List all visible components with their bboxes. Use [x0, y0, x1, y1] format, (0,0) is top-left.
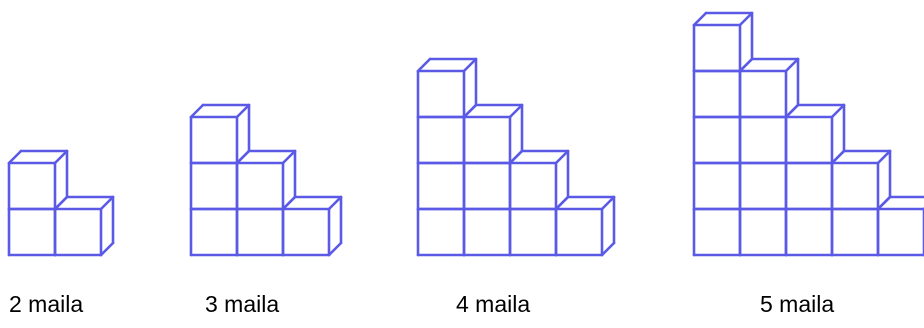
staircase-2-levels — [7, 149, 115, 257]
cube-depth-edge — [508, 103, 524, 119]
cube-depth-edge — [784, 103, 800, 119]
cube-depth-edge — [876, 195, 892, 211]
cube-depth-edge — [462, 57, 478, 73]
cube-depth-edge — [876, 149, 892, 165]
cube-depth-edge — [281, 149, 297, 165]
cube-depth-edge — [327, 241, 343, 257]
caption-2-levels: 2 maila — [9, 291, 84, 317]
cube-depth-edge — [99, 241, 115, 257]
cube-depth-edge — [327, 195, 343, 211]
cube-depth-edge — [600, 195, 616, 211]
cube-depth-edge — [830, 103, 846, 119]
cube-depth-edge — [416, 57, 432, 73]
staircase-5-levels — [692, 11, 924, 257]
cube-depth-edge — [554, 195, 570, 211]
cube-depth-edge — [830, 149, 846, 165]
staircase-4-levels — [416, 57, 616, 257]
cube-depth-edge — [189, 103, 205, 119]
cube-depth-edge — [53, 149, 69, 165]
caption-3-levels: 3 maila — [205, 291, 280, 317]
cube-depth-edge — [508, 149, 524, 165]
cube-depth-edge — [738, 57, 754, 73]
cube-depth-edge — [99, 195, 115, 211]
caption-4-levels: 4 maila — [456, 291, 531, 317]
cube-depth-edge — [235, 103, 251, 119]
cube-depth-edge — [784, 57, 800, 73]
cube-depth-edge — [7, 149, 23, 165]
caption-5-levels: 5 maila — [760, 291, 835, 317]
cube-depth-edge — [281, 195, 297, 211]
cube-depth-edge — [554, 149, 570, 165]
staircase-3-levels — [189, 103, 343, 257]
cube-depth-edge — [692, 11, 708, 27]
cube-depth-edge — [738, 11, 754, 27]
cube-depth-edge — [235, 149, 251, 165]
cube-depth-edge — [462, 103, 478, 119]
cube-depth-edge — [600, 241, 616, 257]
cube-depth-edge — [53, 195, 69, 211]
